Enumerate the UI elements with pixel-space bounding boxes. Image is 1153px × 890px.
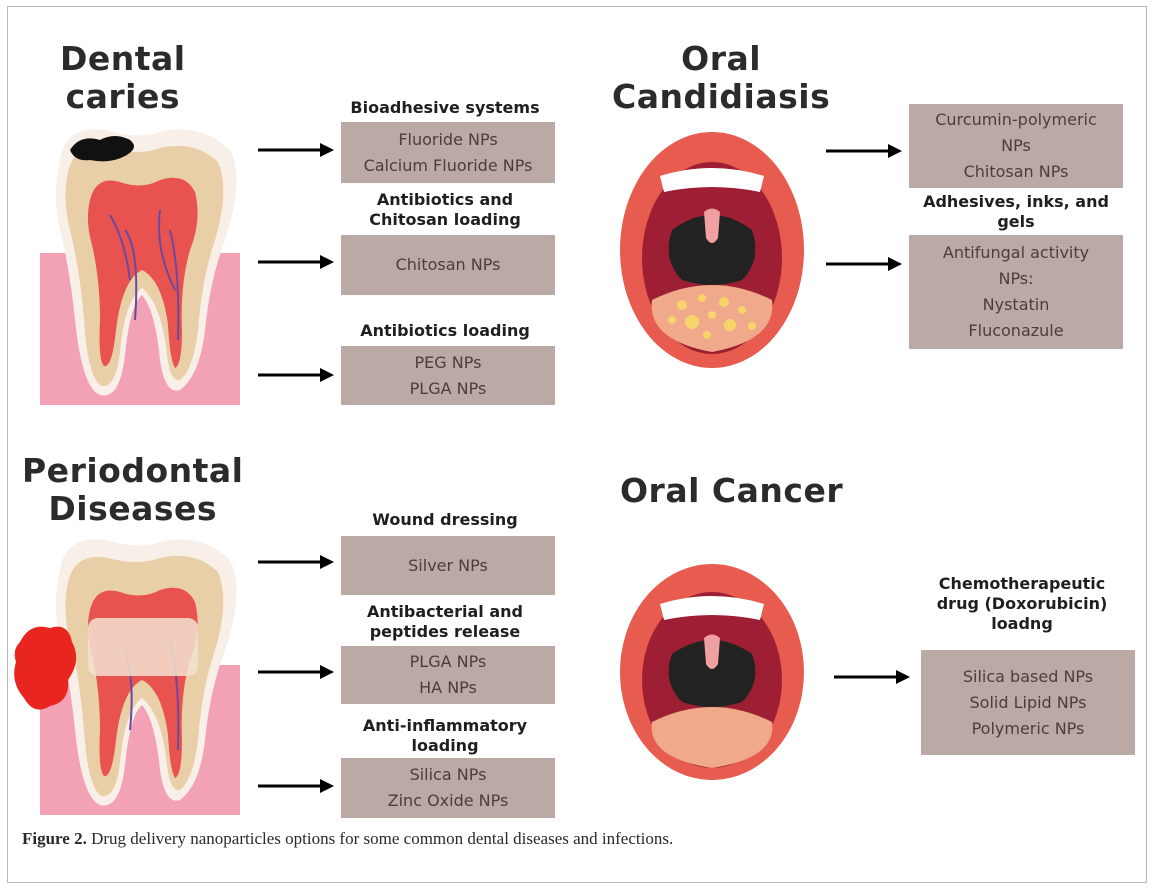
item-silver-nps: Silver NPs	[408, 553, 488, 579]
item-polymeric-nps: Polymeric NPs	[972, 716, 1085, 742]
box-chemo-nps: Silica based NPs Solid Lipid NPs Polymer…	[921, 650, 1135, 755]
tooth-caries-illustration	[30, 120, 280, 410]
item-antifungal-activity: Antifungal activity	[943, 240, 1089, 266]
item-curcumin-polymeric: Curcumin-polymeric	[935, 107, 1097, 133]
item-silica-based-nps: Silica based NPs	[963, 664, 1093, 690]
box-antifungal-nps: Antifungal activity NPs: Nystatin Flucon…	[909, 235, 1123, 349]
heading-antibiotics-loading: Antibiotics loading	[330, 321, 560, 341]
tooth-periodontal-illustration	[30, 530, 280, 820]
item-chitosan-nps: Chitosan NPs	[964, 159, 1069, 185]
item-solid-lipid-nps: Solid Lipid NPs	[970, 690, 1087, 716]
heading-bioadhesive-systems: Bioadhesive systems	[330, 98, 560, 118]
item-peg-nps: PEG NPs	[415, 350, 482, 376]
box-bioadhesive-nps: Fluoride NPs Calcium Fluoride NPs	[341, 122, 555, 183]
item-fluconazule: Fluconazule	[968, 318, 1063, 344]
arrow-caries-1	[258, 140, 338, 160]
item-ha-nps: HA NPs	[419, 675, 477, 701]
arrow-caries-3	[258, 365, 338, 385]
mouth-cancer-illustration	[612, 562, 812, 782]
heading-anti-inflammatory: Anti-inflammatory loading	[330, 716, 560, 756]
heading-chemotherapeutic-drug: Chemotherapeutic drug (Doxorubicin) load…	[912, 574, 1132, 634]
item-nps: NPs	[1001, 133, 1031, 159]
heading-wound-dressing: Wound dressing	[330, 510, 560, 530]
mouth-candidiasis-illustration	[612, 130, 812, 380]
figure-caption: Figure 2. Drug delivery nanoparticles op…	[22, 829, 673, 849]
uvula	[704, 635, 720, 670]
caption-text: Drug delivery nanoparticles options for …	[87, 829, 673, 848]
item-plga-nps: PLGA NPs	[410, 376, 487, 402]
heading-adhesives-inks-gels: Adhesives, inks, and gels	[900, 192, 1132, 232]
box-curcumin-nps: Curcumin-polymeric NPs Chitosan NPs	[909, 104, 1123, 188]
box-antibiotics-nps: PEG NPs PLGA NPs	[341, 346, 555, 405]
item-nps-label: NPs:	[998, 266, 1033, 292]
item-zinc-oxide-nps: Zinc Oxide NPs	[388, 788, 509, 814]
title-periodontal-diseases: Periodontal Diseases	[22, 452, 243, 528]
arrow-perio-1	[258, 552, 338, 572]
arrow-caries-2	[258, 252, 338, 272]
box-wound-nps: Silver NPs	[341, 536, 555, 595]
item-silica-nps: Silica NPs	[410, 762, 487, 788]
arrow-perio-3	[258, 776, 338, 796]
title-oral-cancer: Oral Cancer	[620, 472, 843, 510]
box-antibacterial-nps: PLGA NPs HA NPs	[341, 646, 555, 704]
caption-label: Figure 2.	[22, 829, 87, 848]
item-calcium-fluoride-nps: Calcium Fluoride NPs	[364, 153, 533, 179]
item-plga-nps: PLGA NPs	[410, 649, 487, 675]
title-oral-candidiasis: Oral Candidiasis	[612, 40, 830, 116]
title-dental-caries: Dental caries	[60, 40, 186, 116]
arrow-perio-2	[258, 662, 338, 682]
arrow-candidiasis-2	[826, 254, 906, 274]
arrow-candidiasis-1	[826, 141, 906, 161]
item-fluoride-nps: Fluoride NPs	[398, 127, 497, 153]
heading-antibiotics-chitosan: Antibiotics and Chitosan loading	[330, 190, 560, 230]
box-chitosan-nps: Chitosan NPs	[341, 235, 555, 295]
uvula	[704, 209, 720, 244]
heading-antibacterial-peptides: Antibacterial and peptides release	[330, 602, 560, 642]
arrow-cancer	[834, 667, 914, 687]
item-nystatin: Nystatin	[983, 292, 1050, 318]
box-anti-inflammatory-nps: Silica NPs Zinc Oxide NPs	[341, 758, 555, 818]
item-chitosan-nps: Chitosan NPs	[396, 252, 501, 278]
